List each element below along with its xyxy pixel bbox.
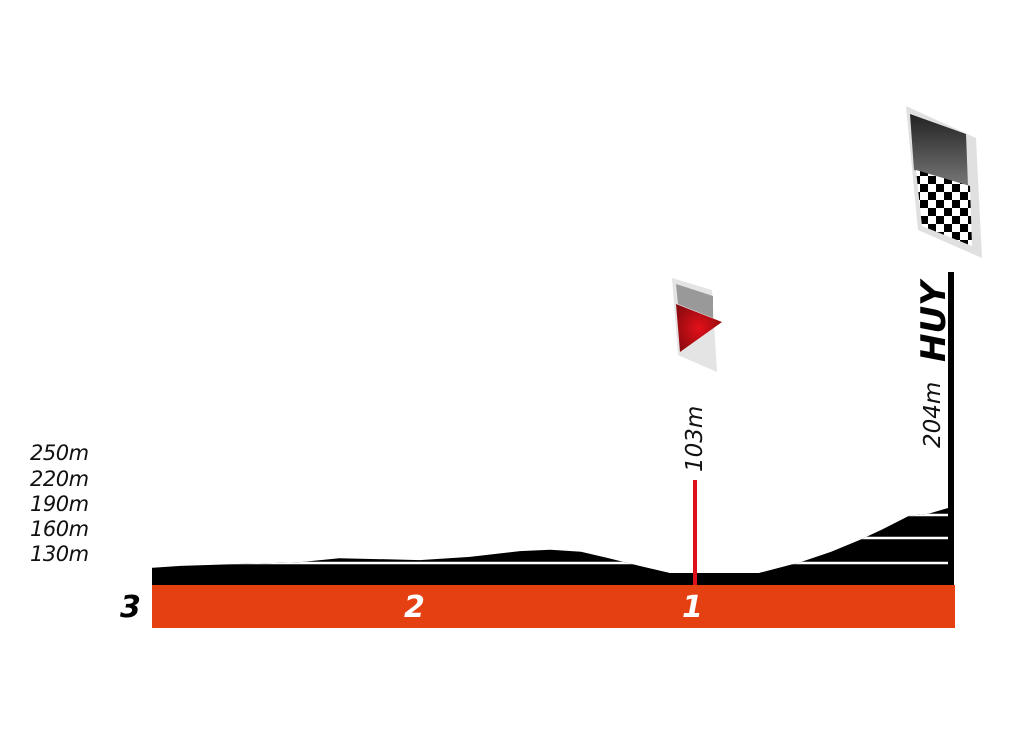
km-bar	[152, 585, 955, 628]
flamme-rouge-icon	[672, 278, 722, 372]
elevation-tick-label: 220m	[30, 467, 89, 491]
km-marker-1: 1	[682, 590, 703, 625]
elevation-tick-label: 160m	[30, 517, 89, 541]
finish-elevation: 204m	[920, 381, 946, 448]
elevation-profile-area	[152, 508, 952, 585]
flamme-rouge-elevation: 103m	[682, 405, 708, 472]
elevation-tick-label: 130m	[30, 542, 89, 566]
finish-flag-icon	[906, 106, 982, 258]
km-marker-2: 2	[404, 590, 425, 625]
finish-pole	[948, 272, 954, 585]
elevation-tick-label: 250m	[30, 441, 89, 465]
elevation-tick-label: 190m	[30, 492, 89, 516]
finish-town-name: HUY	[914, 281, 954, 362]
km-marker-3: 3	[120, 590, 141, 625]
